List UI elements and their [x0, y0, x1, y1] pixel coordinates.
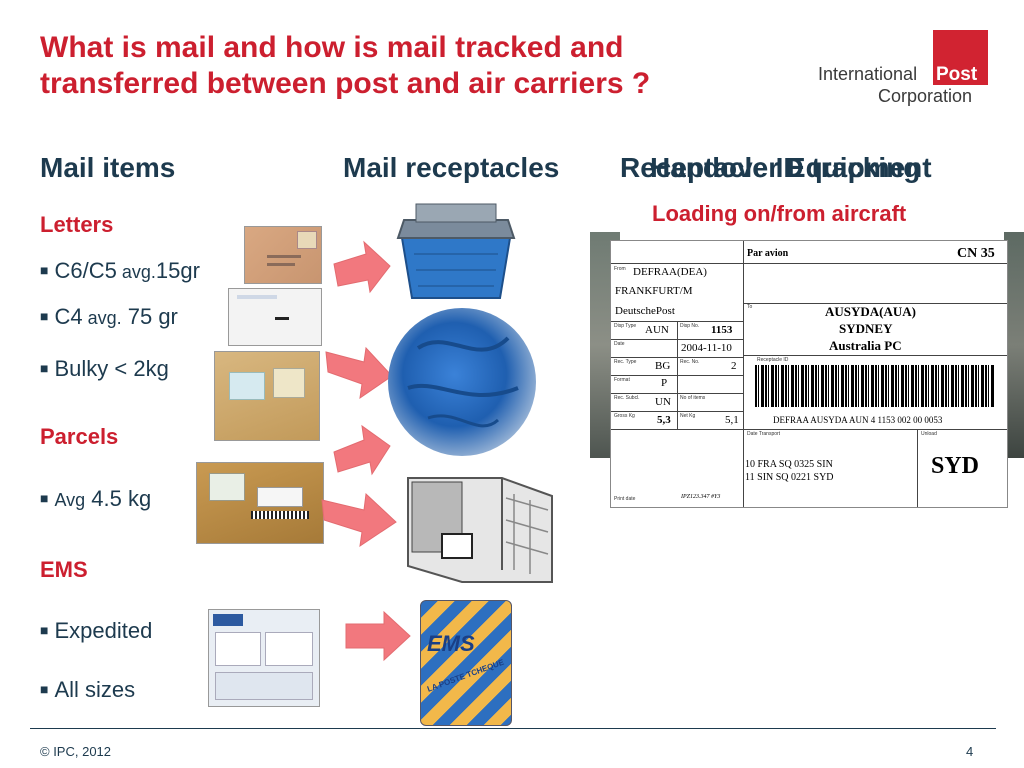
bullet-bulky: ■ Bulky < 2kg [40, 356, 169, 382]
envelope-c6-photo [244, 226, 322, 284]
label-rec-no-caption: Rec. No. [680, 359, 700, 365]
label-net-caption: Net Kg [680, 413, 696, 419]
ems-envelope-photo [208, 609, 320, 707]
bullet-all-sizes-text: All sizes [54, 677, 136, 702]
barcode-image [755, 365, 995, 407]
label-rec-no: 2 [731, 360, 737, 372]
label-items-caption: No of items [680, 395, 706, 401]
label-to-2: SYDNEY [839, 321, 893, 336]
heading-handover-equipment: Handover Equipment [650, 152, 932, 183]
bullet-c4-avg: avg. [82, 308, 122, 328]
arrow-right-icon [324, 342, 394, 402]
bullet-c4: ■ C4 avg. 75 gr [40, 304, 178, 330]
bullet-expedited: ■ Expedited [40, 618, 152, 644]
bullet-c6c5: ■ C6/C5 avg.15gr [40, 258, 200, 284]
bulky-envelope-photo [214, 351, 320, 441]
bullet-parcel-avg: ■ Avg 4.5 kg [40, 486, 151, 512]
arrow-right-icon [320, 488, 398, 550]
bullet-c4-value: 75 gr [121, 304, 178, 329]
label-transport-1: 10 FRA SQ 0325 SIN [745, 459, 833, 470]
section-letters: Letters [40, 212, 114, 237]
bullet-marker: ■ [40, 308, 49, 324]
logo-word-corporation: Corporation [878, 86, 973, 106]
label-disp-type: AUN [645, 324, 669, 336]
logo-word-post: Post [936, 64, 978, 85]
bullet-parcel-avg-value: 4.5 kg [85, 486, 152, 511]
bullet-all-sizes: ■ All sizes [40, 677, 135, 703]
label-print-code: IPZ123.347 #Y3 [681, 494, 721, 500]
heading-mail-items: Mail items [40, 152, 176, 183]
label-gross-caption: Gross Kg [614, 413, 635, 419]
label-to-3: Australia PC [829, 338, 902, 353]
label-disp-no-caption: Disp No. [680, 323, 700, 329]
label-receptacle-id-caption: Receptacle ID [757, 357, 789, 363]
logo-word-international: International [818, 64, 918, 84]
slide-title: What is mail and how is mail tracked and… [40, 30, 810, 102]
label-date: 2004-11-10 [681, 342, 732, 354]
label-format-caption: Format [614, 377, 630, 383]
label-par-avion: Par avion [747, 248, 789, 259]
heading-mail-receptacles: Mail receptacles [343, 152, 560, 183]
arrow-right-icon [332, 240, 392, 296]
bullet-c6c5-avg: avg. [116, 262, 156, 282]
label-to-1: AUSYDA(AUA) [825, 304, 916, 319]
ems-tag-image: EMS LA POSTE TCHEQUE [420, 600, 512, 726]
label-barcode-text: DEFRAA AUSYDA AUN 4 1153 002 00 0053 [773, 415, 943, 425]
label-from-caption: From [614, 266, 626, 272]
aircraft-loading-photo-right [1004, 232, 1024, 458]
bullet-c6c5-main: C6/C5 [54, 258, 117, 283]
uld-container-image [402, 470, 556, 590]
label-subcl: UN [655, 396, 671, 408]
bullet-marker: ■ [40, 490, 49, 506]
label-format: P [661, 377, 668, 389]
ems-tag-brand: EMS [427, 631, 475, 656]
bullet-marker: ■ [40, 622, 49, 638]
bullet-marker: ■ [40, 360, 49, 376]
subheading-loading-aircraft: Loading on/from aircraft [652, 201, 907, 226]
label-to-caption: To [747, 304, 753, 310]
label-unload-caption: Unload [921, 431, 937, 437]
bullet-expedited-text: Expedited [54, 618, 153, 643]
label-from-2: FRANKFURT/M [615, 285, 693, 297]
label-transport-2: 11 SIN SQ 0221 SYD [745, 472, 834, 483]
parcel-photo [196, 462, 324, 544]
label-date-transport-caption: Date Transport [747, 431, 781, 437]
section-parcels: Parcels [40, 424, 119, 449]
title-line-1: What is mail and how is mail tracked and [40, 31, 624, 64]
label-date-caption: Date [614, 341, 625, 347]
footer-page-number: 4 [966, 744, 974, 759]
label-unload: SYD [931, 453, 980, 479]
blue-mail-bag-image [388, 308, 536, 456]
envelope-c4-photo [228, 288, 322, 346]
label-from-3: DeutschePost [615, 305, 675, 317]
label-disp-no: 1153 [711, 324, 733, 336]
arrow-right-icon [332, 424, 392, 480]
bullet-marker: ■ [40, 681, 49, 697]
label-gross: 5,3 [657, 414, 671, 426]
label-from-1: DEFRAA(DEA) [633, 266, 707, 278]
bullet-parcel-avg-label: Avg [54, 490, 86, 510]
bullet-bulky-text: Bulky < 2kg [54, 356, 169, 381]
cn35-receptacle-label: Par avion CN 35 From DEFRAA(DEA) FRANKFU… [610, 240, 1008, 508]
bullet-marker: ■ [40, 262, 49, 278]
title-line-2: transferred between post and air carrier… [40, 67, 651, 100]
bullet-c6c5-value: 15gr [155, 258, 200, 283]
blue-tray-image [396, 198, 516, 302]
footer-copyright: © IPC, 2012 [40, 744, 112, 759]
footer-divider [30, 728, 996, 729]
label-subcl-caption: Rec. Subcl. [614, 395, 640, 401]
label-rec-type-caption: Rec. Type [614, 359, 637, 365]
ems-tag-line: LA POSTE TCHEQUE [425, 657, 506, 694]
label-print-caption: Print date [614, 496, 636, 502]
label-net: 5,1 [725, 414, 739, 426]
section-ems: EMS [40, 557, 88, 582]
logo-red-block [933, 30, 988, 85]
label-cn35: CN 35 [957, 246, 995, 261]
bullet-c4-main: C4 [54, 304, 83, 329]
ipc-logo: International Post Corporation [818, 30, 990, 110]
arrow-right-icon [344, 610, 412, 662]
heading-receptacle-id-tracking: Receptacle ID tracking [620, 152, 921, 183]
label-rec-type: BG [655, 360, 671, 372]
label-disp-type-caption: Disp Type [614, 323, 637, 329]
